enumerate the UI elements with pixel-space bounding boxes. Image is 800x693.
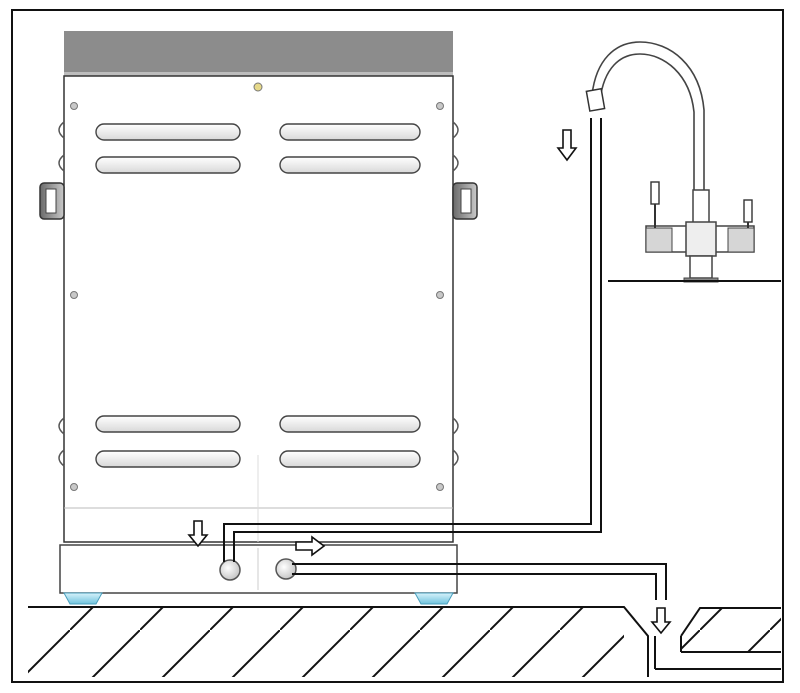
inlet-hose-inner: [233, 118, 602, 562]
faucet-nozzle: [585, 87, 606, 112]
dishwasher-unit: [39, 31, 478, 605]
top-panel: [64, 31, 453, 75]
drain-hose-inner: [292, 573, 657, 600]
vent-slot: [279, 415, 421, 433]
vent-slot: [95, 156, 241, 174]
inlet-hose-outer: [223, 118, 592, 562]
left-handle: [39, 182, 65, 220]
faucet: [585, 41, 781, 283]
drain-down-arrow: [650, 607, 672, 635]
screw: [436, 291, 444, 299]
vent-slot: [95, 415, 241, 433]
side-bump: [452, 417, 459, 435]
side-bump: [58, 449, 65, 467]
floor-hatch-right: [681, 608, 781, 652]
left-foot: [63, 592, 103, 605]
drain-outlet-port: [275, 558, 297, 580]
screw: [70, 291, 78, 299]
floor: [28, 606, 781, 677]
floor-hatch-left: [28, 607, 624, 677]
faucet-right-lever: [743, 199, 753, 223]
faucet-spout-outer: [591, 41, 705, 200]
screw: [70, 483, 78, 491]
faucet-right-valve: [727, 227, 755, 253]
side-bump: [58, 121, 65, 139]
drain-hose-outer: [292, 563, 667, 600]
side-bump: [452, 449, 459, 467]
vent-slot: [279, 156, 421, 174]
drain-out-arrow: [295, 535, 326, 557]
right-foot: [414, 592, 454, 605]
side-bump: [58, 417, 65, 435]
floor-top-left: [28, 606, 649, 677]
inlet-flow-arrow: [187, 520, 209, 548]
water-inlet-port: [219, 559, 241, 581]
screw: [70, 102, 78, 110]
faucet-spout-inner: [599, 53, 695, 200]
top-panel-edge: [64, 72, 453, 76]
vent-slot: [95, 450, 241, 468]
side-bump: [452, 154, 459, 172]
vent-group-upper: [95, 123, 421, 174]
faucet-left-valve: [645, 227, 673, 253]
faucet-left-lever: [650, 181, 660, 205]
vent-slot: [95, 123, 241, 141]
screw: [436, 483, 444, 491]
vent-group-lower: [95, 415, 421, 468]
faucet-base: [689, 255, 713, 279]
screw: [436, 102, 444, 110]
screws: [70, 82, 444, 491]
side-bump: [58, 154, 65, 172]
vent-slot: [279, 123, 421, 141]
side-bump: [452, 121, 459, 139]
screw-top-center: [253, 82, 263, 92]
faucet-center-block: [685, 221, 717, 257]
outer-frame: [11, 9, 784, 683]
vent-slot: [279, 450, 421, 468]
outlet-flow-arrow: [556, 129, 578, 162]
right-handle: [452, 182, 478, 220]
